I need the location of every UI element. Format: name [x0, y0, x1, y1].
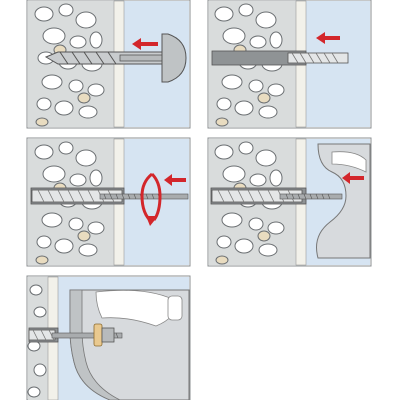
threaded-bolt [279, 193, 343, 200]
fixture-bowl [95, 289, 179, 327]
threaded-bolt [99, 193, 189, 200]
room-background [306, 1, 370, 127]
fixture-inner-surface [331, 151, 367, 173]
panel-step-1-drill-hole [26, 0, 191, 129]
expanded-plug [28, 329, 56, 341]
wall-plug [287, 52, 349, 64]
washer [93, 323, 103, 347]
panel-step-2-insert-plug [207, 0, 372, 129]
stone-aggregate [27, 284, 47, 398]
rotation-arrow [140, 172, 162, 226]
ceramic-fixture [316, 143, 371, 259]
direction-arrow [316, 32, 340, 44]
direction-arrow [132, 38, 158, 50]
panel-step-3-screw-in-bolt [26, 137, 191, 267]
panel-step-5-fixture-secured [26, 275, 191, 400]
direction-arrow [164, 174, 186, 186]
drill-chuck [161, 33, 187, 83]
panel-step-4-mount-fixture [207, 137, 372, 267]
fixture-back [69, 289, 121, 400]
hex-nut [101, 327, 115, 343]
direction-arrow [342, 172, 364, 184]
fixture-opening [167, 295, 183, 321]
drill-bit [44, 51, 177, 65]
room-background [124, 139, 189, 265]
